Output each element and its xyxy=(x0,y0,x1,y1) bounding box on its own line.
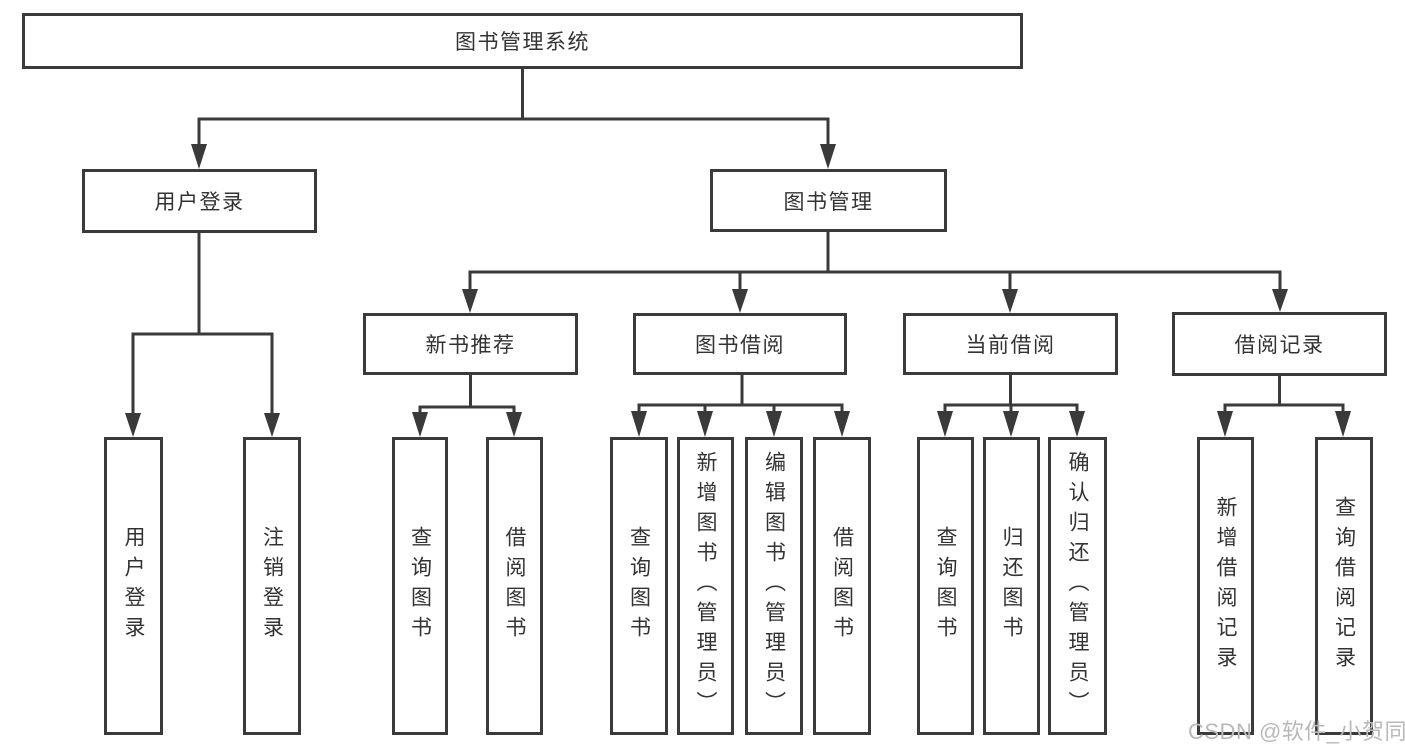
node-label: 查询图书 xyxy=(408,526,432,646)
leaf-logout: 注销登录 xyxy=(243,437,301,735)
node-label: 用户登录 xyxy=(154,191,245,214)
connector-current-borrowing-to-leaves xyxy=(937,375,1085,437)
node-current-borrowing: 当前借阅 xyxy=(903,313,1118,375)
node-label: 新书推荐 xyxy=(425,334,516,357)
node-library-management-system: 图书管理系统 xyxy=(22,13,1023,69)
node-label: 图书管理 xyxy=(783,190,874,214)
leaf-return-books: 归还图书 xyxy=(983,437,1040,735)
connector-book-borrowing-to-leaves xyxy=(631,375,850,437)
node-label: 注销登录 xyxy=(260,526,284,646)
leaf-search-books-recommend: 查询图书 xyxy=(392,437,448,735)
leaf-search-borrow-record: 查询借阅记录 xyxy=(1315,437,1373,735)
leaf-add-borrow-record: 新增借阅记录 xyxy=(1197,437,1254,735)
node-borrowing-records: 借阅记录 xyxy=(1172,312,1387,376)
node-label: 查询借阅记录 xyxy=(1332,496,1356,676)
node-label: 图书管理系统 xyxy=(455,31,590,54)
leaf-add-books-admin: 新增图书（管理员） xyxy=(677,437,734,735)
node-label: 查询图书 xyxy=(934,526,957,646)
node-label: 图书借阅 xyxy=(695,334,785,357)
node-label: 用户登录 xyxy=(122,526,145,646)
leaf-borrow-books: 借阅图书 xyxy=(813,437,871,735)
node-label: 确认归还（管理员） xyxy=(1066,451,1089,721)
node-label: 归还图书 xyxy=(1000,526,1023,646)
node-new-book-recommendation: 新书推荐 xyxy=(363,313,578,375)
node-label: 新增图书（管理员） xyxy=(694,451,717,721)
leaf-search-books-borrow: 查询图书 xyxy=(610,437,668,735)
connector-borrowing-records-to-leaves xyxy=(1217,376,1351,437)
node-user-login: 用户登录 xyxy=(82,169,317,233)
leaf-borrow-books-recommend: 借阅图书 xyxy=(486,437,543,735)
node-book-borrowing: 图书借阅 xyxy=(633,313,847,375)
node-label: 查询图书 xyxy=(627,526,651,646)
connector-root-to-level2 xyxy=(191,68,836,169)
node-label: 借阅图书 xyxy=(830,526,854,646)
csdn-watermark: CSDN @软件_小贺同学 xyxy=(1188,719,1405,744)
leaf-confirm-return-admin: 确认归还（管理员） xyxy=(1048,437,1107,735)
connector-user-login-to-leaves xyxy=(125,233,280,437)
node-book-management: 图书管理 xyxy=(710,169,947,232)
node-label: 借阅记录 xyxy=(1234,334,1325,357)
node-label: 新增借阅记录 xyxy=(1214,496,1237,676)
node-label: 当前借阅 xyxy=(965,334,1056,357)
connector-book-management-to-level3 xyxy=(462,232,1288,313)
node-label: 借阅图书 xyxy=(503,526,526,646)
leaf-search-books-current: 查询图书 xyxy=(917,437,974,735)
leaf-edit-books-admin: 编辑图书（管理员） xyxy=(745,437,803,735)
node-label: 编辑图书（管理员） xyxy=(762,451,786,721)
leaf-user-login: 用户登录 xyxy=(104,437,163,735)
connector-new-book-recommendation-to-leaves xyxy=(412,375,522,437)
